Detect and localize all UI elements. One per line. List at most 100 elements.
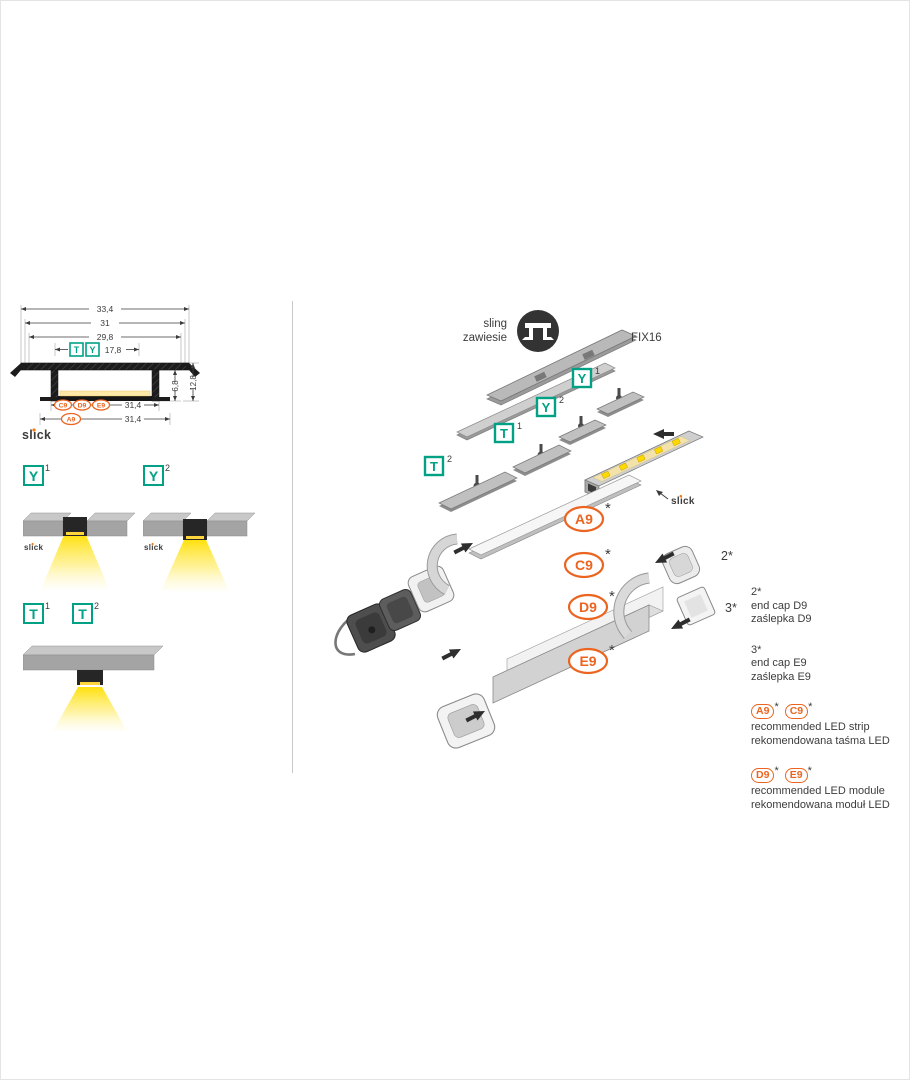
sling-label-en: sling (483, 318, 507, 330)
svg-text:31,4: 31,4 (125, 400, 142, 410)
a9-mini-badge (60, 412, 82, 426)
svg-text:Y: Y (89, 345, 95, 355)
svg-text:C9: C9 (575, 557, 593, 573)
svg-text:slick: slick (144, 543, 164, 552)
c9-round-shell (426, 533, 458, 595)
legend-text-pl: zaślepka D9 (751, 613, 812, 625)
svg-text:E9: E9 (97, 403, 106, 410)
light-cone (53, 687, 127, 731)
svg-text:D9: D9 (579, 599, 597, 615)
exploded-assembly-diagram: sling zawiesie FIX16 slick Y 1 Y 2 T 1 (334, 310, 737, 749)
profile-led (186, 536, 204, 539)
d9-round-diffuser (613, 572, 650, 639)
assembly-badge-t2: T 2 (423, 454, 452, 477)
dim-6-8: 6,8 (171, 370, 180, 401)
c9-mini-badge (53, 399, 73, 411)
svg-text:6,8: 6,8 (171, 380, 180, 392)
dim-12-8: 12,8 (189, 363, 198, 401)
dim-31-4-channel: C9 D9 E9 31,4 (51, 399, 159, 411)
svg-text:T: T (74, 345, 80, 355)
svg-text:D9: D9 (78, 403, 87, 410)
svg-text:C9: C9 (59, 403, 68, 410)
svg-text:Y: Y (578, 371, 587, 386)
svg-text:E9: E9 (579, 653, 596, 669)
legend-text-en: recommended LED module (751, 785, 885, 797)
assembly-arrow (653, 429, 674, 439)
svg-text:17,8: 17,8 (105, 345, 122, 355)
svg-text:T: T (500, 426, 508, 441)
svg-text:*: * (609, 588, 615, 605)
svg-text:1: 1 (595, 366, 600, 376)
slick-logo-dot (31, 542, 34, 546)
svg-text:*: * (605, 500, 611, 517)
svg-text:A9: A9 (67, 417, 76, 424)
legend: 2* end cap D9 zaślepka D9 3* end cap E9 … (751, 586, 909, 829)
legend-text-en: recommended LED strip (751, 721, 870, 733)
legend-badges: A9*C9* (751, 701, 909, 719)
legend-text-pl: rekomendowana taśma LED (751, 734, 890, 747)
dim-17-8: T Y 17,8 (55, 342, 139, 357)
legend-code-3: 3* (751, 643, 762, 656)
ceiling-panel-right (86, 520, 128, 537)
svg-text:slick: slick (671, 496, 695, 507)
svg-text:33,4: 33,4 (97, 304, 114, 314)
assembly-badge-e9: E9 * (567, 642, 615, 675)
e9-mini-badge (91, 399, 111, 411)
svg-text:2: 2 (559, 395, 564, 405)
profile-left-wing (10, 363, 27, 377)
slick-logo-dot (151, 542, 154, 546)
light-cone (41, 535, 109, 589)
svg-text:*: * (609, 642, 615, 659)
assembly-badge-y2: Y 2 (535, 395, 564, 418)
profile-right-wing (183, 363, 200, 377)
svg-text:31: 31 (100, 318, 110, 328)
dim-31: 31 (25, 318, 185, 328)
svg-text:T: T (430, 459, 438, 474)
slick-logo-dot (679, 494, 683, 498)
sling-icon (517, 310, 559, 352)
legend-led-strip: A9*C9* recommended LED strip rekomendowa… (751, 701, 909, 748)
profile-led (80, 682, 100, 685)
ceiling-panel-left (22, 520, 64, 537)
assembly-badge-y1: Y 1 (571, 366, 600, 389)
mounting-plate-y1 (596, 388, 645, 417)
assembly-badge-d9: D9 * (567, 588, 615, 621)
legend-badges: D9*E9* (751, 765, 909, 783)
t-mini-badge (69, 342, 84, 357)
legend-text-en: end cap E9 (751, 657, 807, 669)
column-divider (292, 301, 293, 773)
assembly-badge-c9: C9 * (563, 546, 611, 579)
profile-body (183, 519, 207, 540)
light-cone (161, 540, 229, 591)
svg-text:1: 1 (517, 421, 522, 431)
legend-endcap-d9: 2* end cap D9 zaślepka D9 (751, 586, 909, 627)
end-cap-dark (378, 588, 422, 632)
slick-logo-dot (32, 428, 36, 432)
svg-text:12,8: 12,8 (189, 375, 198, 391)
slick-logo: slick (24, 542, 44, 552)
svg-text:slick: slick (24, 543, 44, 552)
profile-section (10, 362, 200, 402)
c9-badge: C9 (784, 704, 809, 719)
slick-logo: slick (22, 428, 51, 442)
y-mini-badge (85, 342, 100, 357)
ceiling-panel-right (206, 520, 248, 537)
a9-badge: A9 (751, 704, 775, 719)
led-strip-section (59, 390, 151, 397)
fix16-label: FIX16 (631, 332, 662, 344)
legend-text-pl: rekomendowana moduł LED (751, 798, 890, 811)
e9-badge: E9 (784, 768, 808, 783)
svg-text:29,8: 29,8 (97, 332, 114, 342)
variant-y1-illustration: slick (22, 512, 136, 589)
svg-text:31,4: 31,4 (125, 414, 142, 424)
assembly-badge-a9: A9 * (563, 500, 611, 533)
fix16-plate (486, 329, 637, 406)
ceiling-panel (22, 654, 155, 671)
dim-29-8: 29,8 (29, 332, 181, 342)
